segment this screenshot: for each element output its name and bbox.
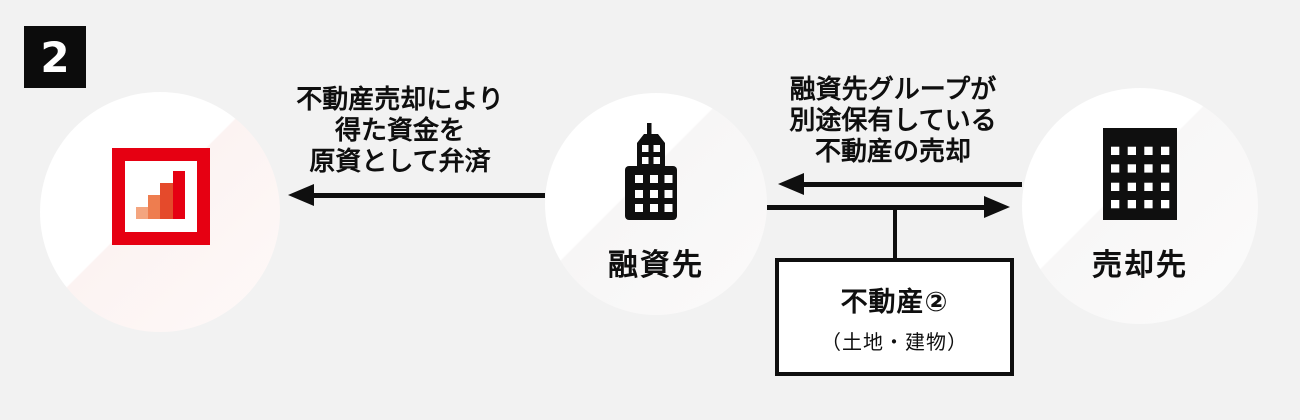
sale-caption-line-1: 融資先グループが [789,75,997,105]
logo-bar-3 [160,183,173,219]
asset-box-subtitle: （土地・建物） [821,329,968,354]
repayment-arrow-line [308,193,545,198]
sale-caption: 融資先グループが 別途保有している 不動産の売却 [753,75,1033,168]
asset-connector-line [893,207,897,260]
lender-logo [112,148,210,245]
office-building-icon [1103,128,1177,220]
sale-upper-arrowhead [778,173,804,195]
sale-caption-line-2: 別途保有している [789,106,997,136]
logo-bar-1 [136,207,148,219]
borrower-label: 融資先 [608,248,704,283]
step-number-badge: 2 [24,26,86,88]
logo-bar-4 [173,171,185,219]
repayment-caption-line-1: 不動産売却により [296,85,504,115]
sale-upper-arrow-line [798,182,1022,187]
sale-lower-arrowhead [984,196,1010,218]
repayment-caption-line-3: 原資として弁済 [309,147,491,177]
sale-caption-line-3: 不動産の売却 [814,137,971,167]
logo-bar-2 [148,195,160,219]
asset-box-title: 不動産② [840,286,949,318]
buyer-label: 売却先 [1092,248,1188,283]
repayment-caption: 不動産売却により 得た資金を 原資として弁済 [260,85,540,178]
tower-building-icon [625,123,677,220]
asset-box: 不動産② （土地・建物） [775,258,1014,376]
repayment-arrowhead [288,184,314,206]
repayment-caption-line-2: 得た資金を [334,116,465,146]
sale-lower-arrow-line [767,205,988,210]
